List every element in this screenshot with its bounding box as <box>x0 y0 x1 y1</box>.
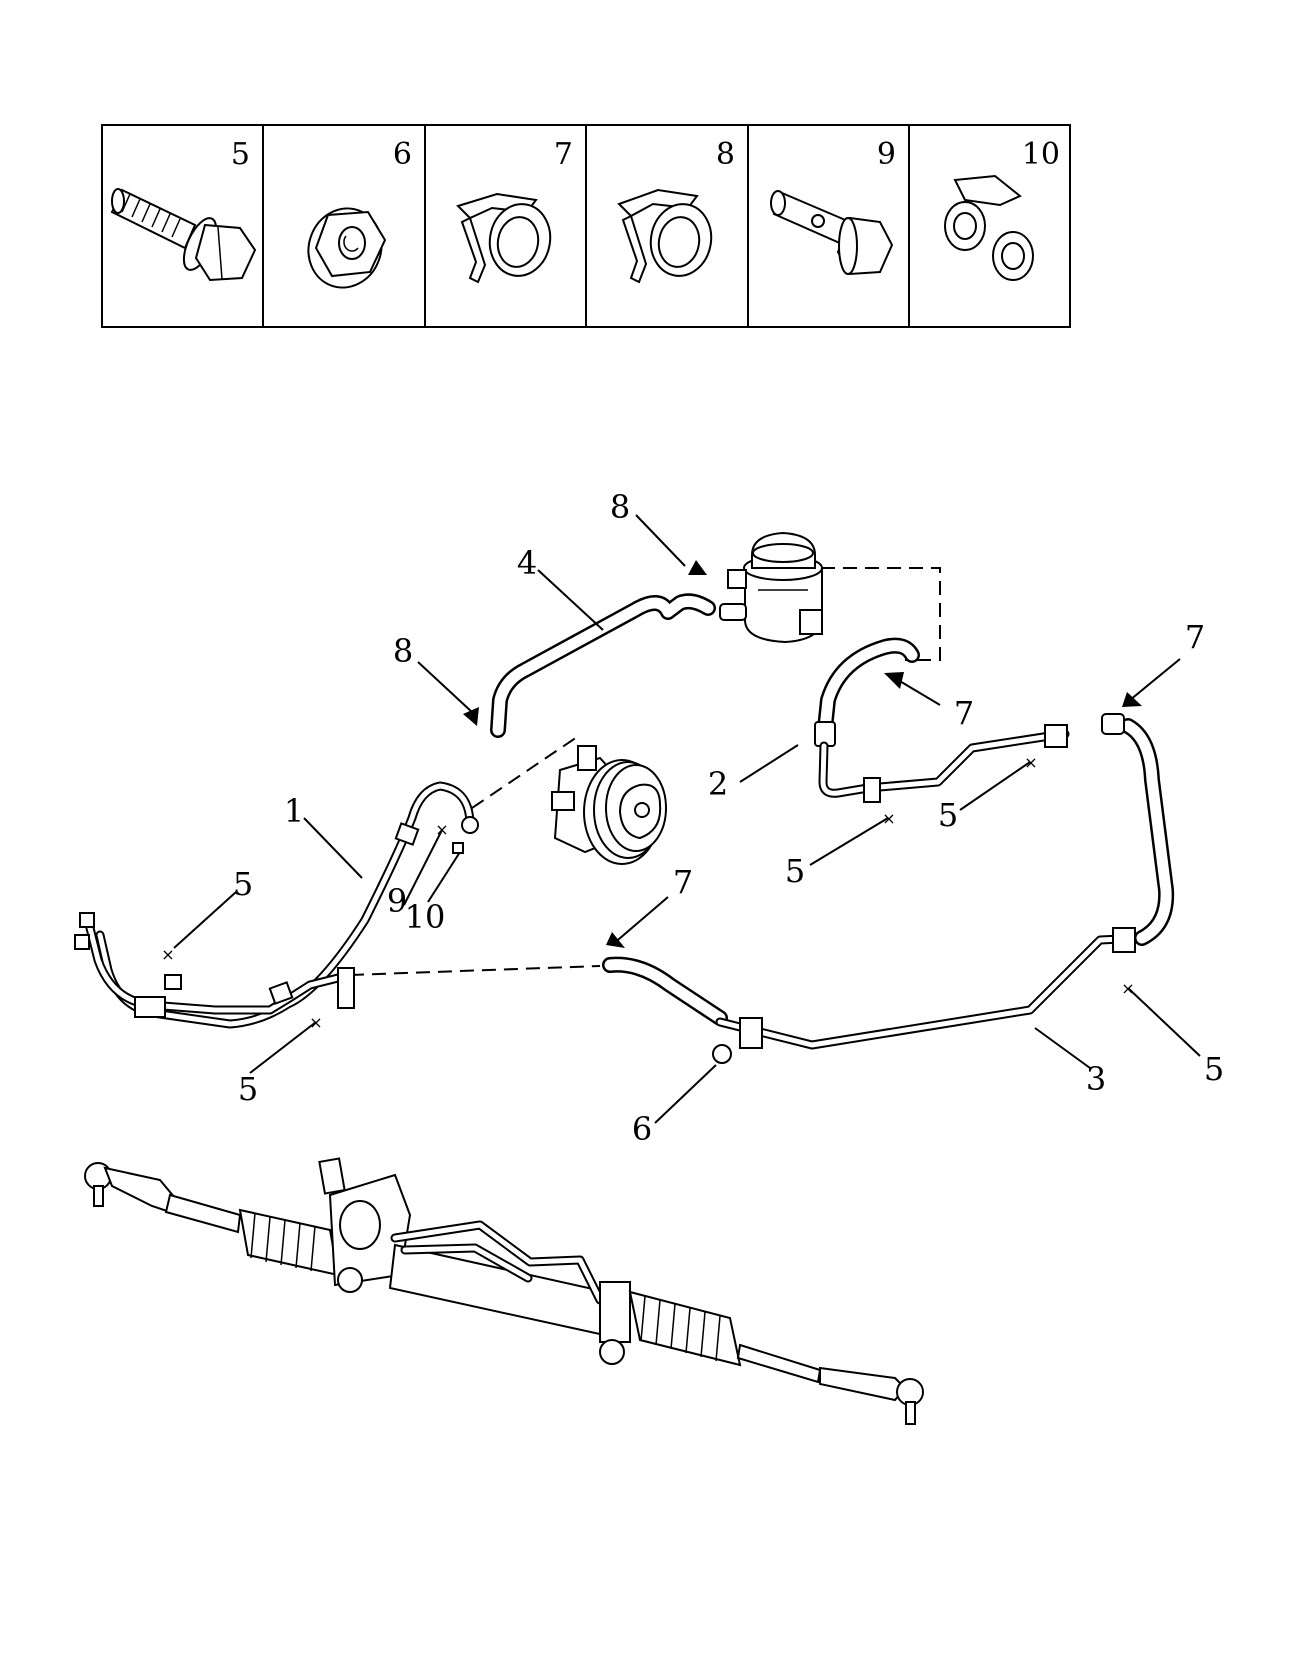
legend-number-9: 9 <box>877 137 896 172</box>
callout-5-right: 5 <box>1204 1050 1224 1088</box>
callout-7-right: 7 <box>1185 618 1205 656</box>
hose-3-to-pipe-1-dashed-line <box>349 965 601 976</box>
legend-number-6: 6 <box>393 137 412 172</box>
svg-text:×: × <box>309 1013 322 1032</box>
svg-text:×: × <box>1121 979 1134 998</box>
steering-rack <box>84 1157 924 1425</box>
callout-7-center: 7 <box>673 863 693 901</box>
flange-bolt-icon <box>110 188 257 282</box>
power-steering-pump <box>551 745 667 865</box>
callout-5-left: 5 <box>233 865 253 903</box>
banjo-bolt-icon <box>770 190 894 276</box>
reservoir-to-hose-2-dashed-line <box>821 567 941 661</box>
callout-4: 4 <box>517 544 537 582</box>
callout-8-top: 8 <box>610 488 630 526</box>
fluid-reservoir <box>719 531 823 644</box>
legend-number-7: 7 <box>554 137 573 172</box>
callout-8-left: 8 <box>393 632 413 670</box>
callout-3: 3 <box>1086 1060 1106 1098</box>
fastener-legend-table: 5 6 7 8 9 10 <box>101 124 1071 328</box>
callout-7-reservoir: 7 <box>954 694 974 732</box>
callout-5-center: 5 <box>785 852 805 890</box>
legend-number-10: 10 <box>1022 137 1060 172</box>
svg-text:×: × <box>161 945 174 964</box>
legend-number-8: 8 <box>716 137 735 172</box>
leader-lines: × × × × × × <box>161 514 1201 1124</box>
callout-1: 1 <box>284 792 304 830</box>
callout-2: 2 <box>708 765 728 803</box>
callout-6: 6 <box>632 1110 652 1148</box>
callout-labels: 1 2 3 4 5 5 5 5 5 6 7 7 7 8 8 9 10 <box>233 488 1224 1148</box>
callout-10: 10 <box>405 898 446 936</box>
flange-nut-icon <box>307 207 387 289</box>
callout-5-lower-left: 5 <box>238 1070 258 1108</box>
return-hose-3 <box>602 713 1175 1064</box>
callout-9: 9 <box>387 882 407 920</box>
svg-text:×: × <box>435 820 448 839</box>
hose-clip-icon <box>617 188 713 284</box>
svg-text:×: × <box>1024 753 1037 772</box>
legend-number-5: 5 <box>231 137 250 172</box>
svg-text:×: × <box>882 809 895 828</box>
return-hose-4 <box>490 593 716 738</box>
pressure-pipe-1 <box>74 781 479 1029</box>
hose-2 <box>814 637 1070 803</box>
callout-5-upper-right: 5 <box>938 796 958 834</box>
sealing-washer-pair-icon <box>944 174 1034 281</box>
hose-clip-icon <box>456 192 552 284</box>
